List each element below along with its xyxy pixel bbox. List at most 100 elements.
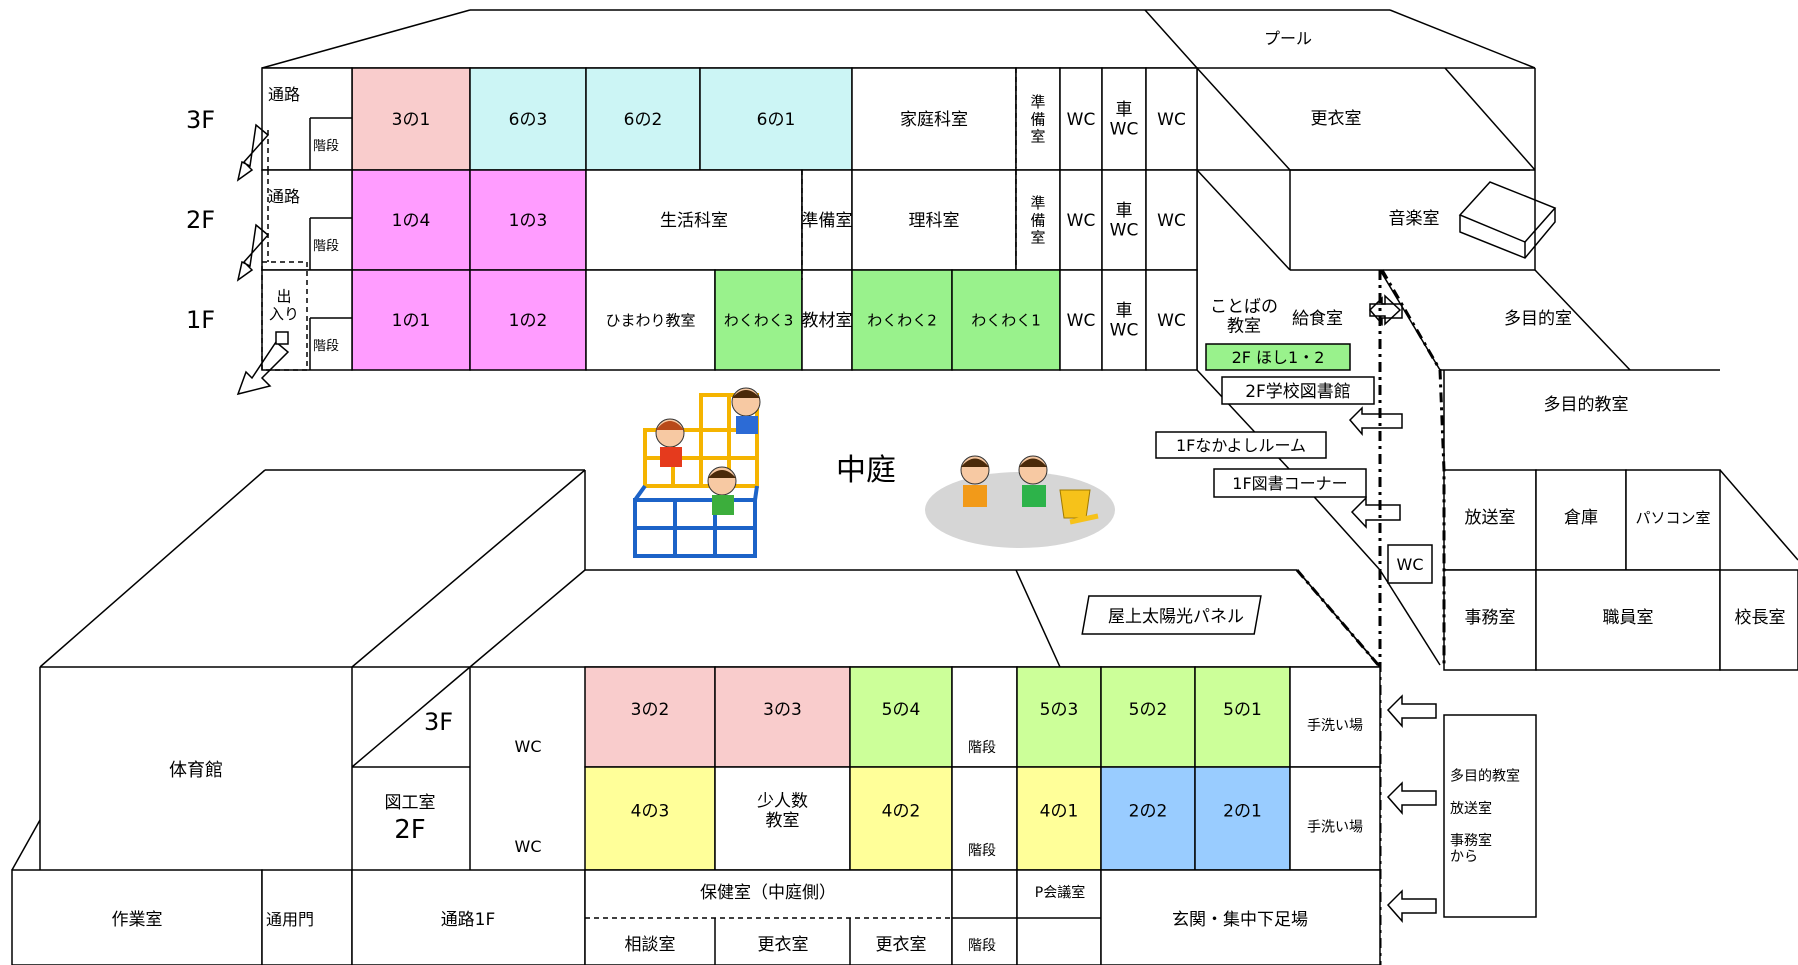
from-note-label: 多目的教室放送室事務室から — [1450, 768, 1520, 866]
room-south-row3-6 — [1194, 666, 1291, 768]
storage-label: 倉庫 — [1564, 508, 1598, 528]
exit-1f-label: 出入り — [269, 288, 299, 323]
tamokuteki-kyoshitsu-label: 多目的教室 — [1544, 395, 1629, 415]
room-row1-3 — [714, 269, 803, 371]
entrance-label: 玄関・集中下足場 — [1172, 910, 1308, 930]
room-south-row2-5 — [1100, 766, 1196, 871]
room-row1-4 — [801, 269, 853, 371]
room-label-south-row2-1: 少人数教室 — [757, 792, 808, 832]
kotoba-room-label: ことばの教室 — [1210, 297, 1278, 337]
art-room-label: 図工室 — [385, 793, 436, 813]
admin-block — [1443, 370, 1798, 671]
room-label-south-row2-3: 階段 — [968, 843, 996, 859]
room-row2-0 — [351, 169, 471, 271]
principal-room-label: 校長室 — [1735, 608, 1786, 628]
room-label-row1-0: 1の1 — [392, 311, 431, 331]
room-label-row3-3: 6の1 — [757, 110, 796, 130]
room-label-row1-1: 1の2 — [509, 311, 548, 331]
service-gate-label: 通用門 — [266, 910, 314, 929]
room-row1-1 — [469, 269, 587, 371]
changing-room-label: 更衣室 — [1311, 109, 1362, 129]
nakayoshi-label: 1Fなかよしルーム — [1176, 436, 1306, 455]
room-label-south-row3-4: 5の3 — [1040, 700, 1079, 720]
room-row2-7 — [1101, 169, 1147, 271]
room-row3-8 — [1145, 67, 1198, 171]
room-row2-6 — [1059, 169, 1103, 271]
room-label-row3-6: WC — [1067, 110, 1096, 130]
room-south-row2-1 — [714, 766, 851, 871]
room-row2-1 — [469, 169, 587, 271]
passage-2f-label: 通路 — [268, 187, 300, 206]
stairs-south-1f-label: 階段 — [968, 938, 996, 954]
staff-room-label: 職員室 — [1603, 608, 1654, 628]
pta-meeting-room-label: P会議室 — [1035, 884, 1085, 901]
room-row1-6 — [951, 269, 1061, 371]
south-wc-3f-label: WC — [515, 737, 542, 756]
passage-1f-label: 通路1F — [441, 910, 496, 930]
counseling-room-label: 相談室 — [625, 935, 676, 955]
room-row3-5 — [1015, 67, 1061, 171]
room-label-row2-2: 生活科室 — [660, 211, 728, 231]
room-south-row3-5 — [1100, 666, 1196, 768]
room-row2-4 — [851, 169, 1017, 271]
room-label-row3-5: 準備室 — [1030, 93, 1045, 146]
workroom-label: 作業室 — [112, 910, 163, 930]
east-wc-label: WC — [1397, 555, 1424, 574]
floor-label-3f: 3F — [186, 106, 215, 134]
south-2f-label: 2F — [394, 815, 426, 845]
room-label-south-row3-6: 5の1 — [1223, 700, 1262, 720]
room-label-south-row2-7: 手洗い場 — [1307, 819, 1363, 835]
room-label-row1-9: WC — [1157, 311, 1186, 331]
room-label-row3-2: 6の2 — [624, 110, 663, 130]
room-label-row2-4: 理科室 — [909, 211, 960, 231]
gym-label: 体育館 — [169, 760, 223, 781]
pool-label: プール — [1264, 29, 1312, 48]
room-label-south-row3-0: 3の2 — [631, 700, 670, 720]
room-label-south-row2-5: 2の2 — [1129, 801, 1168, 821]
room-row1-2 — [585, 269, 716, 371]
south-3f-label: 3F — [424, 708, 453, 736]
room-row1-8 — [1101, 269, 1147, 371]
stairs-2f-label: 階段 — [313, 239, 339, 254]
room-label-row3-8: WC — [1157, 110, 1186, 130]
room-label-row2-6: WC — [1067, 211, 1096, 231]
pc-room-label: パソコン室 — [1635, 509, 1710, 527]
room-label-row3-0: 3の1 — [392, 110, 431, 130]
solar-panel-label: 屋上太陽光パネル — [1108, 607, 1244, 627]
from-note-text: 多目的教室放送室事務室から — [1450, 768, 1520, 866]
changing-room-2-label: 更衣室 — [876, 935, 927, 955]
left-exit-arrows — [236, 123, 290, 396]
room-label-south-row2-4: 4の1 — [1040, 801, 1079, 821]
north-wing-left-column — [261, 67, 353, 371]
room-south-row2-0 — [584, 766, 716, 871]
kotoba-room-text: ことばの教室 — [1210, 297, 1278, 337]
room-south-row2-4 — [1016, 766, 1102, 871]
room-row2-2 — [585, 169, 803, 271]
room-south-row2-7 — [1289, 766, 1381, 871]
room-label-row2-1: 1の3 — [509, 211, 548, 231]
room-row3-3 — [699, 67, 853, 171]
room-label-row1-7: WC — [1067, 311, 1096, 331]
room-row3-1 — [469, 67, 587, 171]
courtyard-label: 中庭 — [836, 453, 896, 488]
room-label-south-row3-2: 5の4 — [882, 700, 921, 720]
jungle-gym-illustration — [633, 387, 761, 558]
stairs-1f-label: 階段 — [313, 339, 339, 354]
room-south-row2-6 — [1194, 766, 1291, 871]
room-label-south-row3-5: 5の2 — [1129, 700, 1168, 720]
south-arrows — [1386, 694, 1437, 923]
room-label-row3-1: 6の3 — [509, 110, 548, 130]
room-row3-2 — [585, 67, 701, 171]
room-label-row2-8: WC — [1157, 211, 1186, 231]
floor-label-1f: 1F — [186, 306, 215, 334]
room-row1-9 — [1145, 269, 1198, 371]
room-label-row1-6: わくわく1 — [971, 311, 1041, 329]
room-label-south-row3-1: 3の3 — [763, 700, 802, 720]
room-label-south-row2-6: 2の1 — [1223, 801, 1262, 821]
room-label-row2-5: 準備室 — [1030, 194, 1045, 247]
